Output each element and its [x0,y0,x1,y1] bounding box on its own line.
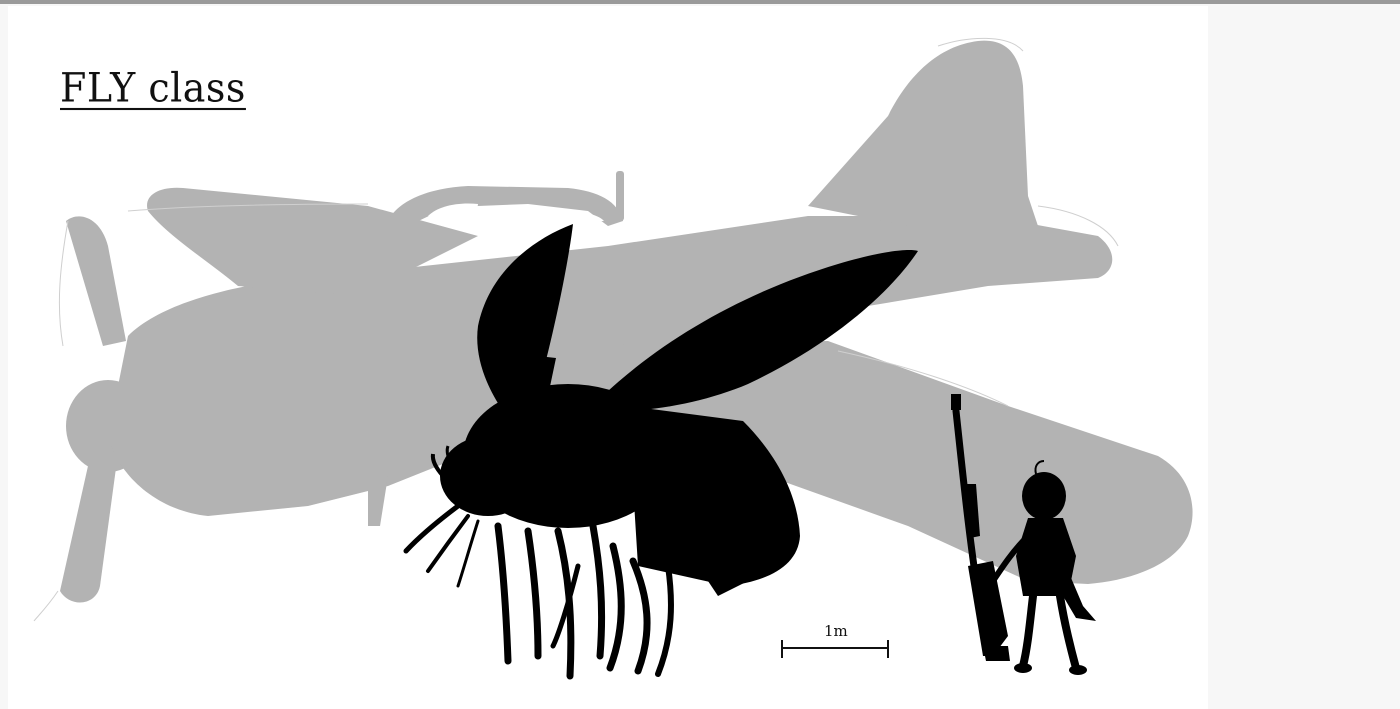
airplane-silhouette-icon [60,41,1193,603]
side-panel [1208,6,1400,709]
comparison-artwork: 1m [8,6,1208,709]
size-comparison-canvas: FLY class [8,6,1208,709]
top-border [0,0,1400,4]
scale-bar-label: 1m [824,622,848,640]
scale-bar [782,640,888,658]
